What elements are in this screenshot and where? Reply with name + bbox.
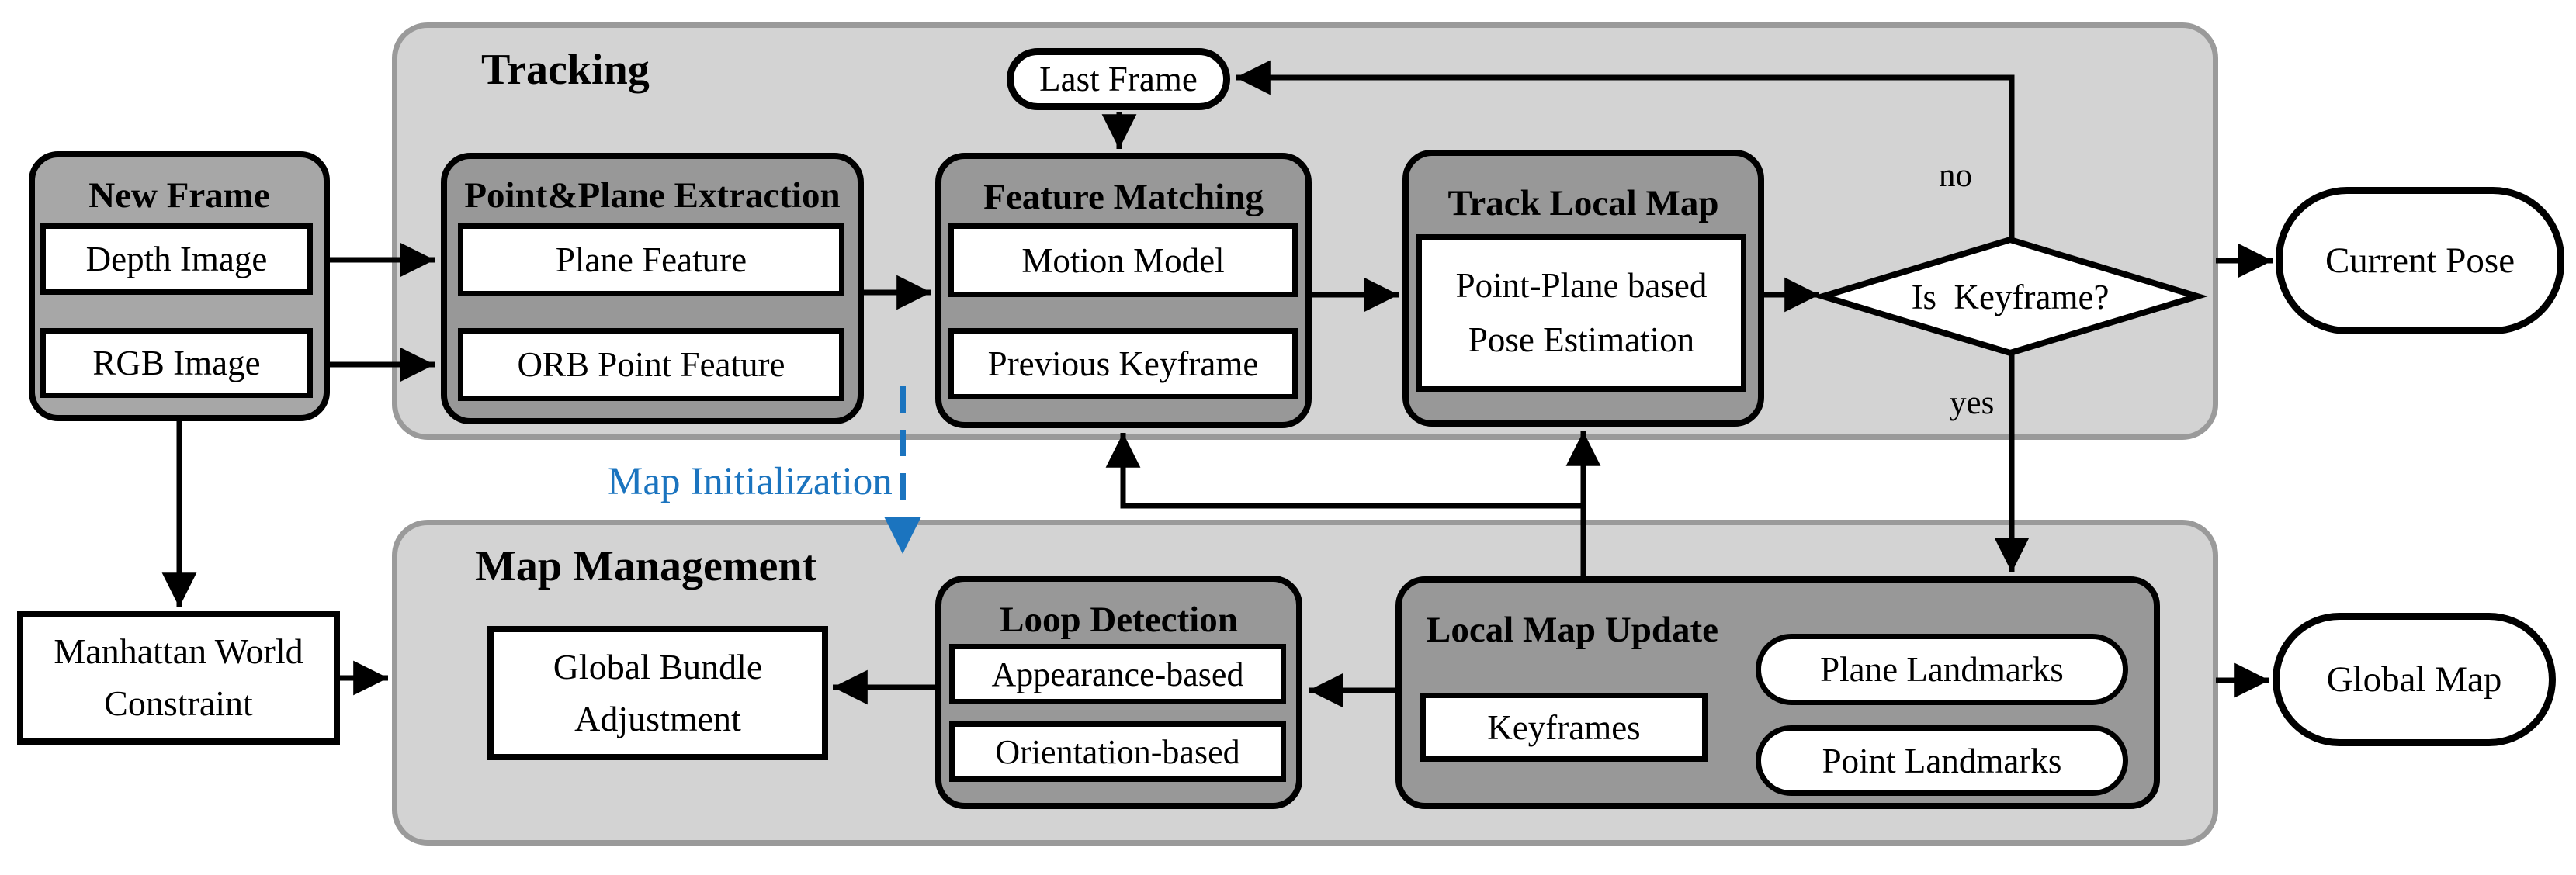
- local-map-update-title: Local Map Update: [1427, 610, 1718, 650]
- node-rgb-image: RGB Image: [40, 328, 313, 398]
- node-orb-point-feature: ORB Point Feature: [458, 328, 844, 401]
- terminal-global-map: Global Map: [2273, 613, 2556, 746]
- track-local-map-title: Track Local Map: [1447, 183, 1719, 223]
- node-point-landmarks: Point Landmarks: [1756, 725, 2128, 796]
- node-global-bundle-adjustment: Global Bundle Adjustment: [487, 626, 828, 760]
- map-management-title: Map Management: [475, 542, 817, 590]
- new-frame-title: New Frame: [88, 175, 270, 216]
- decision-diamond: [1812, 236, 2208, 357]
- node-orientation-based: Orientation-based: [949, 721, 1286, 782]
- decision-no-label: no: [1939, 157, 1972, 194]
- terminal-last-frame: Last Frame: [1007, 48, 1230, 110]
- map-initialization-label: Map Initialization: [608, 460, 893, 503]
- manhattan-line1: Manhattan World: [54, 631, 303, 672]
- tracking-title: Tracking: [481, 46, 650, 94]
- node-plane-landmarks: Plane Landmarks: [1756, 634, 2128, 705]
- node-depth-image: Depth Image: [40, 223, 313, 295]
- gba-line2: Adjustment: [574, 698, 741, 738]
- node-motion-model: Motion Model: [948, 223, 1298, 297]
- node-manhattan-world-constraint: Manhattan World Constraint: [17, 611, 340, 745]
- node-plane-feature: Plane Feature: [458, 223, 844, 296]
- loop-detection-title: Loop Detection: [1000, 600, 1238, 640]
- point-plane-extraction-title: Point&Plane Extraction: [464, 175, 841, 216]
- edge-no-to-lastframe: [1236, 60, 2015, 244]
- decision-is-keyframe-label: Is Keyframe?: [1911, 278, 2110, 316]
- edge-lmu-to-matching: [1105, 433, 1583, 509]
- manhattan-line2: Constraint: [104, 683, 253, 723]
- node-keyframes: Keyframes: [1420, 693, 1708, 762]
- pose-estimation-line2: Pose Estimation: [1468, 320, 1695, 359]
- terminal-current-pose: Current Pose: [2276, 187, 2564, 334]
- gba-line1: Global Bundle: [553, 646, 763, 687]
- pose-estimation-line1: Point-Plane based: [1455, 265, 1708, 305]
- decision-yes-label: yes: [1950, 385, 1995, 421]
- feature-matching-title: Feature Matching: [983, 177, 1264, 217]
- node-pose-estimation: Point-Plane based Pose Estimation: [1416, 234, 1746, 392]
- node-previous-keyframe: Previous Keyframe: [948, 328, 1298, 399]
- node-appearance-based: Appearance-based: [949, 644, 1286, 704]
